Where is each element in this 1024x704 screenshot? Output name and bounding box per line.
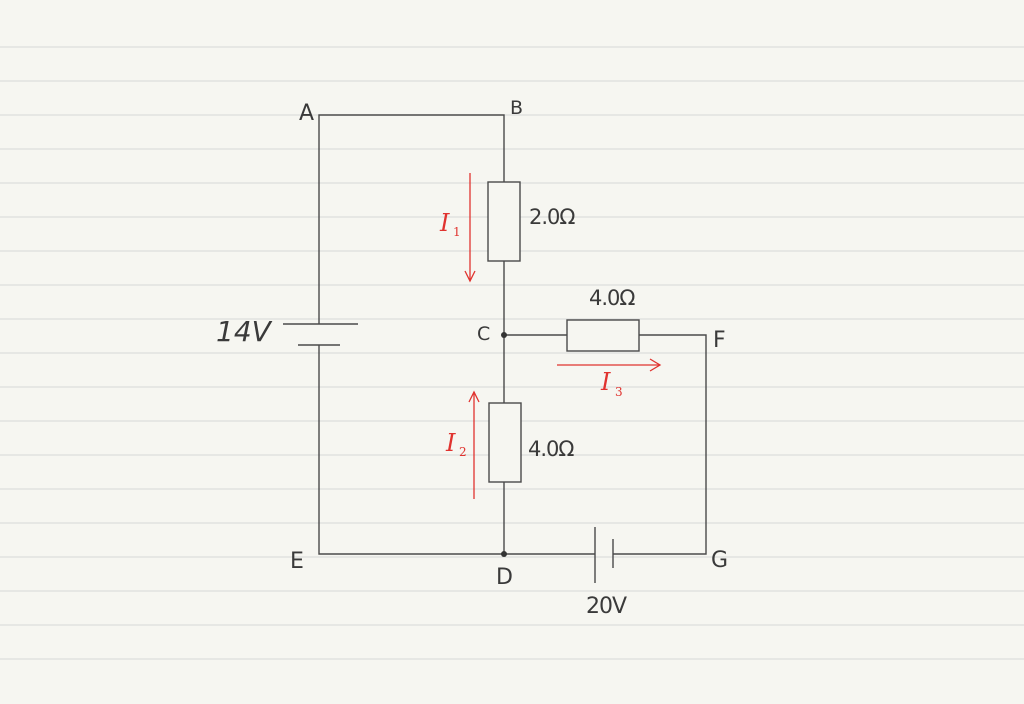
wire-right: [504, 334, 707, 555]
node-label-c: C: [477, 323, 490, 345]
battery-14v: [283, 323, 358, 346]
current-label-i1-letter: I: [439, 209, 450, 237]
current-label-i1-sub: 1: [453, 225, 461, 239]
node-label-b: B: [510, 97, 523, 119]
circuit-wires: [318, 114, 707, 555]
battery-14v-label: 14V: [216, 315, 273, 348]
resistor-cf: [566, 319, 640, 352]
battery-20v: [594, 527, 614, 583]
node-label-e: E: [290, 549, 304, 574]
node-label-d: D: [496, 565, 513, 590]
current-arrow-i2: [468, 390, 480, 499]
resistor-cf-label: 4.0Ω: [589, 286, 635, 310]
current-label-i2-sub: 2: [459, 445, 467, 459]
current-label-i2-letter: I: [445, 429, 456, 457]
battery-20v-label: 20V: [586, 594, 627, 619]
node-label-f: F: [713, 328, 726, 353]
current-label-i3-sub: 3: [615, 385, 623, 399]
resistor-cd: [488, 402, 522, 483]
current-label-i1: I 1: [439, 209, 461, 239]
wire-left-upper: [318, 114, 505, 324]
junction-d: [501, 551, 507, 557]
resistor-bc: [487, 181, 521, 262]
node-label-a: A: [299, 101, 314, 126]
current-label-i3: I 3: [600, 368, 623, 399]
resistor-bc-label: 2.0Ω: [529, 205, 575, 229]
current-arrow-i3: [557, 358, 662, 372]
resistor-cd-label: 4.0Ω: [528, 437, 574, 461]
current-label-i3-letter: I: [600, 368, 611, 396]
junction-c: [501, 332, 507, 338]
current-arrow-i1: [464, 173, 476, 283]
current-label-i2: I 2: [445, 429, 467, 459]
node-label-g: G: [711, 548, 728, 573]
